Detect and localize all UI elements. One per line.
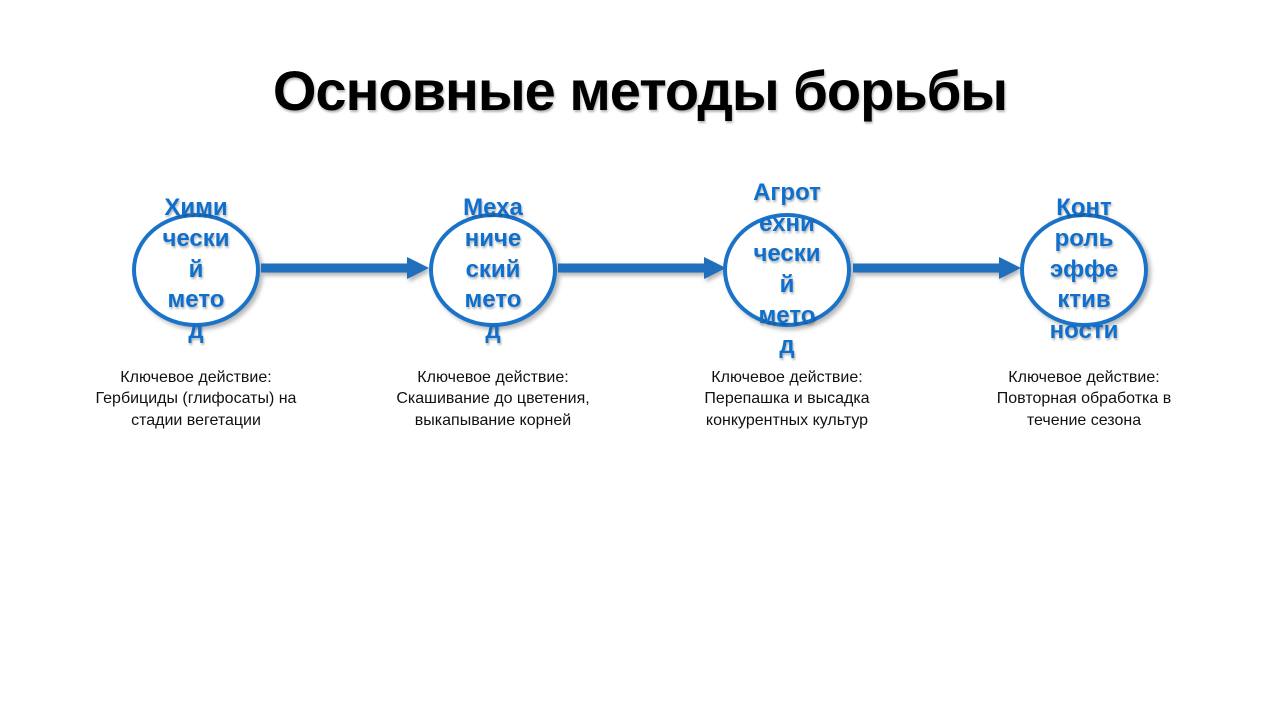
- step-caption-mechanical: Ключевое действие: Скашивание до цветени…: [396, 369, 590, 429]
- arrow-right-icon: [558, 257, 726, 279]
- step-caption-chemical: Ключевое действие: Гербициды (глифосаты)…: [95, 369, 297, 429]
- arrow-right-icon: [853, 257, 1021, 279]
- step-label-mechanical: Меха ниче ский мето д: [463, 194, 523, 345]
- step-circle-agrotechnical: [723, 213, 851, 327]
- step-label-effectiveness-control: Конт роль эффе ктив ности: [1049, 194, 1119, 345]
- step-caption-agrotechnical: Ключевое действие: Перепашка и высадка к…: [704, 369, 870, 429]
- page-title: Основные методы борьбы: [272, 59, 1008, 122]
- step-circle-mechanical: [429, 213, 557, 327]
- step-circle-effectiveness-control: [1020, 213, 1148, 327]
- step-circle-chemical: [132, 213, 260, 327]
- step-caption-effectiveness-control: Ключевое действие: Повторная обработка в…: [996, 369, 1172, 429]
- step-label-chemical: Хими чески й мето д: [162, 194, 230, 345]
- arrow-right-icon: [261, 257, 429, 279]
- step-label-agrotechnical: Агрот ехни чески й мето д: [753, 178, 821, 360]
